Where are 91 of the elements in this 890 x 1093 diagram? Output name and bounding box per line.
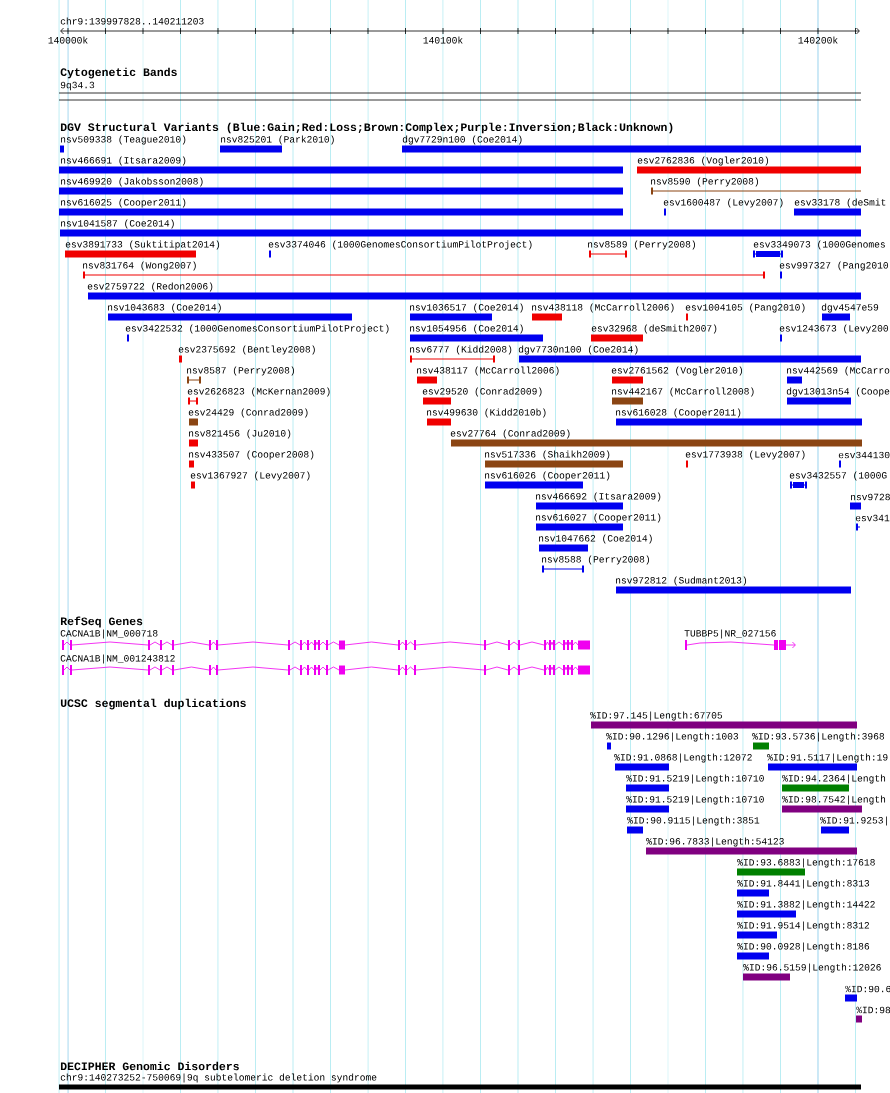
feature-label: nsv466691 (Itsara2009): [61, 156, 186, 166]
feature-label: nsv8589 (Perry2008): [588, 240, 695, 250]
feature-label: esv1004105 (Pang2010): [685, 303, 805, 313]
feature-label: nsv466692 (Itsara2009): [536, 492, 661, 502]
track-heading: UCSC segmental duplications: [60, 698, 246, 710]
feature-label: %ID:91.5117|Length:19: [767, 753, 888, 763]
feature-label: %ID:91.9253|: [820, 816, 887, 826]
feature-label: esv1773938 (Levy2007): [685, 450, 805, 460]
feature-label: esv29520 (Conrad2009): [422, 387, 542, 397]
feature-label: nsv616028 (Cooper2011): [616, 408, 741, 418]
feature-label: %ID:98.7542|Length: [782, 795, 886, 805]
feature-label: nsv616027 (Cooper2011): [536, 513, 661, 523]
track-heading: DECIPHER Genomic Disorders: [60, 1061, 239, 1071]
feature-label: nsv442167 (McCarroll2008): [612, 387, 754, 397]
feature-label: nsv1047662 (Coe2014): [539, 534, 652, 544]
feature-label: esv27764 (Conrad2009): [450, 429, 570, 439]
feature-label: esv2762836 (Vogler2010): [637, 156, 769, 166]
feature-label: nsv821456 (Ju2010): [189, 429, 291, 439]
gene-label: CACNA1B|NM_000718: [60, 629, 158, 639]
feature-label: %ID:91.5219|Length:10710: [626, 774, 764, 784]
feature-label: nsv499630 (Kidd2010b): [427, 408, 546, 418]
feature-label: nsv442569 (McCarro: [787, 366, 890, 376]
feature-label: esv341: [855, 514, 890, 522]
gene-label: CACNA1B|NM_001243812: [60, 654, 175, 664]
feature-label: %ID:91.5219|Length:10710: [626, 795, 764, 805]
feature-label: dgv7730n100 (Coe2014): [518, 345, 638, 355]
track-heading: RefSeq Genes: [60, 616, 143, 628]
feature-label: nsv616025 (Cooper2011): [61, 198, 186, 208]
feature-label: %ID:91.3882|Length:14422: [737, 900, 875, 910]
axis-label: 140000k: [48, 36, 88, 44]
feature-label: esv1367927 (Levy2007): [190, 471, 310, 481]
feature-label: nsv433507 (Cooper2008): [189, 450, 314, 460]
feature-label: nsv517336 (Shaikh2009): [485, 450, 610, 460]
feature-label: %ID:91.8441|Length:8313: [737, 879, 870, 889]
feature-label: esv3422532 (1000GenomesConsortiumPilotProject): [125, 324, 389, 334]
feature-label: nsv8590 (Perry2008): [651, 177, 758, 187]
track-heading: Cytogenetic Bands: [60, 67, 177, 79]
feature-label: %ID:90.1296|Length:1003: [606, 732, 739, 742]
axis-label: 140100k: [423, 36, 463, 44]
feature-label: %ID:93.6883|Length:17618: [737, 858, 875, 868]
feature-label: nsv831764 (Wong2007): [83, 261, 196, 271]
feature-label: nsv8587 (Perry2008): [187, 366, 294, 376]
feature-label: %ID:91.9514|Length:8312: [737, 921, 869, 931]
gene-label: TUBBP5|NR_027156: [684, 629, 776, 639]
feature-label: nsv9728: [851, 493, 890, 501]
feature-label: esv2375692 (Bentley2008): [178, 345, 315, 355]
feature-label: nsv509338 (Teague2010): [61, 135, 186, 145]
feature-label: esv2761562 (Vogler2010): [611, 366, 743, 376]
feature-label: %ID:90.0928|Length:8186: [737, 942, 870, 952]
feature-label: nsv616026 (Cooper2011): [485, 471, 610, 481]
feature-label: %ID:93.5736|Length:3968: [752, 732, 885, 742]
feature-label: dgv7729n100 (Coe2014): [402, 135, 522, 145]
feature-label: esv3349073 (1000Genomes: [753, 240, 885, 250]
feature-label: nsv438118 (McCarroll2006): [532, 303, 674, 313]
feature-label: %ID:96.5159|Length:12026: [743, 963, 881, 973]
feature-label: nsv8588 (Perry2008): [542, 555, 649, 565]
axis-label: 140200k: [798, 36, 838, 44]
feature-label: nsv1041587 (Coe2014): [61, 219, 174, 229]
feature-label: esv3891733 (Suktitipat2014): [65, 240, 220, 250]
feature-label: chr9:140273252-750069|9q subtelomeric deletion syndrome: [60, 1073, 377, 1083]
feature-label: nsv1043683 (Coe2014): [108, 303, 221, 313]
feature-label: %ID:90.9115|Length:3851: [627, 816, 760, 826]
feature-label: dgv13013n54 (Coope: [786, 387, 890, 397]
feature-label: esv2759722 (Redon2006): [87, 282, 213, 292]
feature-label: %ID:94.2364|Length: [782, 774, 886, 784]
feature-label: nsv825201 (Park2010): [221, 135, 334, 145]
feature-label: esv1243673 (Levy200: [779, 324, 889, 334]
feature-label: esv33178 (deSmit: [794, 198, 886, 208]
feature-label: esv24429 (Conrad2009): [188, 408, 308, 418]
feature-label: esv3432557 (1000G: [789, 471, 887, 481]
feature-label: dgv4547e59: [821, 303, 879, 313]
feature-label: esv3374046 (1000GenomesConsortiumPilotProject): [268, 240, 532, 250]
track-heading: DGV Structural Variants (Blue:Gain;Red:Loss;Brown:Complex;Purple:Inversion;Black:Unknown): [60, 122, 673, 134]
feature-label: esv2626823 (McKernan2009): [187, 387, 330, 397]
feature-label: esv32968 (deSmith2007): [591, 324, 717, 334]
feature-label: nsv438117 (McCarroll2006): [417, 366, 559, 376]
feature-label: %ID:96.7833|Length:54123: [646, 837, 784, 847]
feature-label: nsv972812 (Sudmant2013): [616, 576, 747, 586]
feature-label: esv997327 (Pang2010: [779, 261, 889, 271]
feature-label: esv1600487 (Levy2007): [663, 198, 783, 208]
feature-label: 9q34.3: [60, 81, 95, 91]
feature-label: %ID:97.145|Length:67705: [590, 711, 723, 721]
feature-label: nsv1036517 (Coe2014): [410, 303, 523, 313]
feature-label: %ID:91.0868|Length:12072: [614, 753, 752, 763]
feature-label: %ID:90.6: [845, 985, 890, 993]
feature-label: nsv469920 (Jakobsson2008): [61, 177, 203, 187]
feature-label: %ID:98: [856, 1006, 890, 1014]
feature-label: chr9:139997828..140211203: [60, 17, 204, 25]
feature-label: nsv6777 (Kidd2008): [410, 345, 512, 355]
feature-label: nsv1054956 (Coe2014): [410, 324, 523, 334]
feature-label: esv344130: [838, 451, 890, 459]
